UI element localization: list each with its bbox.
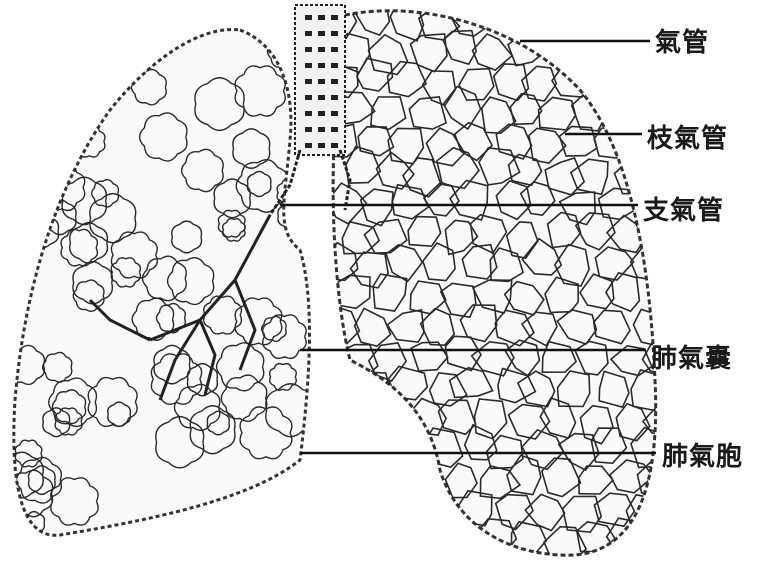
alveolar-cell xyxy=(652,524,684,560)
trachea-ring xyxy=(331,143,338,148)
alveolar-cell xyxy=(391,431,424,466)
alveolar-cell xyxy=(387,490,423,524)
trachea-ring xyxy=(318,63,325,68)
alveolar-cell xyxy=(678,282,718,319)
alveolar-cell xyxy=(422,495,454,528)
alveolar-cell xyxy=(324,430,360,469)
trachea-ring xyxy=(305,31,312,36)
trachea-ring xyxy=(331,79,338,84)
alveolar-cell xyxy=(435,524,476,554)
label-bronchus: 支氣管 xyxy=(643,190,724,227)
trachea-ring xyxy=(318,47,325,52)
alveolar-cell xyxy=(683,153,717,187)
lobule-cluster xyxy=(15,83,60,131)
label-alveolar-sac: 肺氣囊 xyxy=(651,338,732,375)
trachea-ring xyxy=(318,111,325,116)
trachea-ring xyxy=(331,47,338,52)
alveolar-cell xyxy=(523,0,561,39)
left-lung xyxy=(1,30,316,536)
alveolar-cell xyxy=(494,2,534,38)
alveolar-cell xyxy=(374,459,413,496)
trachea-ring xyxy=(331,63,338,68)
alveolar-cell xyxy=(352,494,392,528)
alveolar-cell xyxy=(594,0,624,36)
trachea-ring xyxy=(318,143,325,148)
trachea-ring xyxy=(331,95,338,100)
alveolar-cell xyxy=(578,34,621,73)
alveolar-cell xyxy=(337,395,381,429)
trachea-ring xyxy=(331,127,338,132)
trachea-ring xyxy=(331,15,338,20)
alveolar-cell xyxy=(544,28,581,61)
lobule-cluster xyxy=(30,98,80,148)
trachea-ring xyxy=(305,111,312,116)
trachea-ring xyxy=(305,143,312,148)
alveolar-cell xyxy=(677,405,715,438)
alveolar-cell xyxy=(373,517,411,559)
trachea-ring xyxy=(318,79,325,84)
alveolar-cell xyxy=(663,65,698,103)
alveolar-cell xyxy=(607,28,646,67)
trachea-ring xyxy=(318,127,325,132)
alveolar-cell xyxy=(331,467,374,503)
label-alveolus: 肺氣胞 xyxy=(662,436,743,473)
label-trachea: 氣管 xyxy=(655,22,709,59)
alveolar-cell xyxy=(631,63,667,99)
alveolar-cell xyxy=(371,396,407,434)
alveolar-cell xyxy=(679,523,713,558)
label-bronchiole: 枝氣管 xyxy=(647,118,728,155)
alveolar-cell xyxy=(651,280,685,321)
alveolar-cell xyxy=(322,489,360,525)
trachea-ring xyxy=(318,95,325,100)
trachea-ring xyxy=(331,111,338,116)
lobule-cluster xyxy=(9,107,45,146)
trachea-ring xyxy=(331,31,338,36)
alveolar-cell xyxy=(326,371,362,407)
lobule-cluster xyxy=(66,103,93,130)
trachea-ring xyxy=(305,127,312,132)
trachea-ring xyxy=(305,95,312,100)
alveolar-cell xyxy=(338,518,376,558)
alveolar-cell xyxy=(643,155,683,189)
right-lung xyxy=(319,0,723,562)
lobule-cluster xyxy=(58,88,96,129)
alveolar-cell xyxy=(667,491,700,529)
alveolar-cell xyxy=(628,0,658,31)
alveolar-cell xyxy=(559,0,600,36)
trachea-ring xyxy=(318,15,325,20)
alveolar-cell xyxy=(406,462,441,498)
alveolar-cell xyxy=(666,244,698,280)
alveolar-cell xyxy=(358,372,391,407)
lobule-cluster xyxy=(19,38,43,63)
alveolar-cell xyxy=(600,65,632,101)
trachea-ring xyxy=(318,31,325,36)
lobule-cluster xyxy=(12,121,52,164)
trachea-ring xyxy=(305,79,312,84)
trachea-ring xyxy=(305,63,312,68)
trachea-ring xyxy=(305,47,312,52)
alveolar-cell xyxy=(406,521,443,558)
trachea-ring xyxy=(305,15,312,20)
